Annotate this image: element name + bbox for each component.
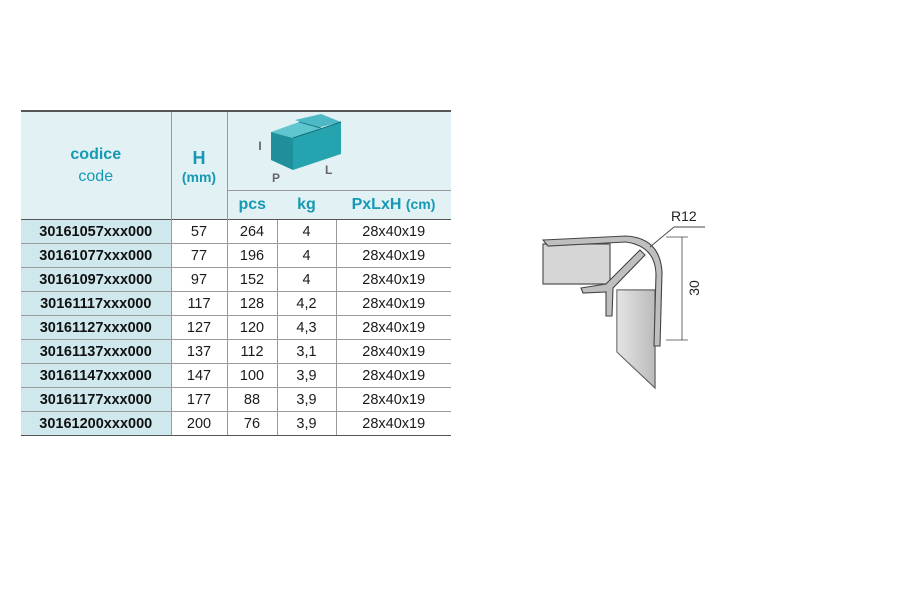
box-h-label: H [259, 139, 262, 153]
code-cell: 30161200xxx000 [21, 411, 171, 436]
height-cell: 57 [170, 219, 227, 244]
pcs-cell: 112 [226, 339, 277, 364]
dims-cell: 28x40x19 [335, 339, 451, 364]
kg-cell: 3,9 [276, 363, 336, 388]
kg-cell: 4,3 [276, 315, 336, 340]
height-cell: 177 [170, 387, 227, 412]
package-header: H P L [226, 110, 451, 191]
table-row: 30161177xxx000 177 88 3,9 28x40x19 [21, 387, 451, 412]
kg-cell: 4,2 [276, 291, 336, 316]
code-cell: 30161077xxx000 [21, 243, 171, 268]
table-row: 30161117xxx000 117 128 4,2 28x40x19 [21, 291, 451, 316]
code-cell: 30161127xxx000 [21, 315, 171, 340]
dims-cell: 28x40x19 [335, 363, 451, 388]
pcs-cell: 76 [226, 411, 277, 436]
box-icon: H P L [259, 114, 342, 185]
height-cell: 127 [170, 315, 227, 340]
table-row: 30161097xxx000 97 152 4 28x40x19 [21, 267, 451, 292]
height-cell: 77 [170, 243, 227, 268]
kg-cell: 3,9 [276, 411, 336, 436]
corner-profile-drawing: R12 30 [541, 208, 705, 390]
height-cell: 147 [170, 363, 227, 388]
pcs-cell: 152 [226, 267, 277, 292]
pcs-header: pcs [226, 190, 277, 220]
height-cell: 200 [170, 411, 227, 436]
pcs-cell: 100 [226, 363, 277, 388]
top-tile [542, 243, 611, 285]
code-cell: 30161137xxx000 [21, 339, 171, 364]
code-cell: 30161177xxx000 [21, 387, 171, 412]
table-row: 30161077xxx000 77 196 4 28x40x19 [21, 243, 451, 268]
code-label: code [78, 167, 114, 185]
pcs-cell: 88 [226, 387, 277, 412]
product-table: codice code H (mm) H P L [21, 110, 451, 436]
kg-header: kg [277, 190, 336, 220]
code-cell: 30161117xxx000 [21, 291, 171, 316]
pcs-cell: 196 [226, 243, 277, 268]
kg-cell: 4 [276, 267, 336, 292]
height-dimension-label: 30 [686, 280, 702, 296]
dims-cell: 28x40x19 [335, 315, 451, 340]
codice-label: codice [70, 145, 122, 163]
dims-unit: (cm) [405, 196, 436, 212]
dims-header: PxLxH (cm) [336, 190, 451, 220]
code-cell: 30161057xxx000 [21, 219, 171, 244]
box-l-label: L [325, 163, 332, 177]
height-label: H [192, 147, 206, 168]
dims-label: PxLxH [351, 196, 402, 213]
height-cell: 97 [170, 267, 227, 292]
dims-cell: 28x40x19 [335, 219, 451, 244]
table-row: 30161147xxx000 147 100 3,9 28x40x19 [21, 363, 451, 388]
pcs-cell: 120 [226, 315, 277, 340]
table-row: 30161137xxx000 137 112 3,1 28x40x19 [21, 339, 451, 364]
dims-cell: 28x40x19 [335, 291, 451, 316]
table-row: 30161127xxx000 127 120 4,3 28x40x19 [21, 315, 451, 340]
code-cell: 30161097xxx000 [21, 267, 171, 292]
table-row: 30161200xxx000 200 76 3,9 28x40x19 [21, 411, 451, 436]
profile-web [580, 249, 646, 317]
kg-cell: 4 [276, 243, 336, 268]
height-cell: 137 [170, 339, 227, 364]
height-unit: (mm) [181, 168, 217, 185]
table-row: 30161057xxx000 57 264 4 28x40x19 [21, 219, 451, 244]
dims-cell: 28x40x19 [335, 411, 451, 436]
pcs-cell: 128 [226, 291, 277, 316]
radius-label: R12 [671, 208, 697, 224]
dims-cell: 28x40x19 [335, 267, 451, 292]
kg-cell: 3,9 [276, 387, 336, 412]
box-p-label: P [272, 171, 280, 185]
code-header: codice code [21, 110, 171, 220]
kg-cell: 3,1 [276, 339, 336, 364]
height-cell: 117 [170, 291, 227, 316]
height-header: H (mm) [170, 110, 227, 220]
pcs-cell: 264 [226, 219, 277, 244]
dims-cell: 28x40x19 [335, 243, 451, 268]
dims-cell: 28x40x19 [335, 387, 451, 412]
code-cell: 30161147xxx000 [21, 363, 171, 388]
kg-cell: 4 [276, 219, 336, 244]
